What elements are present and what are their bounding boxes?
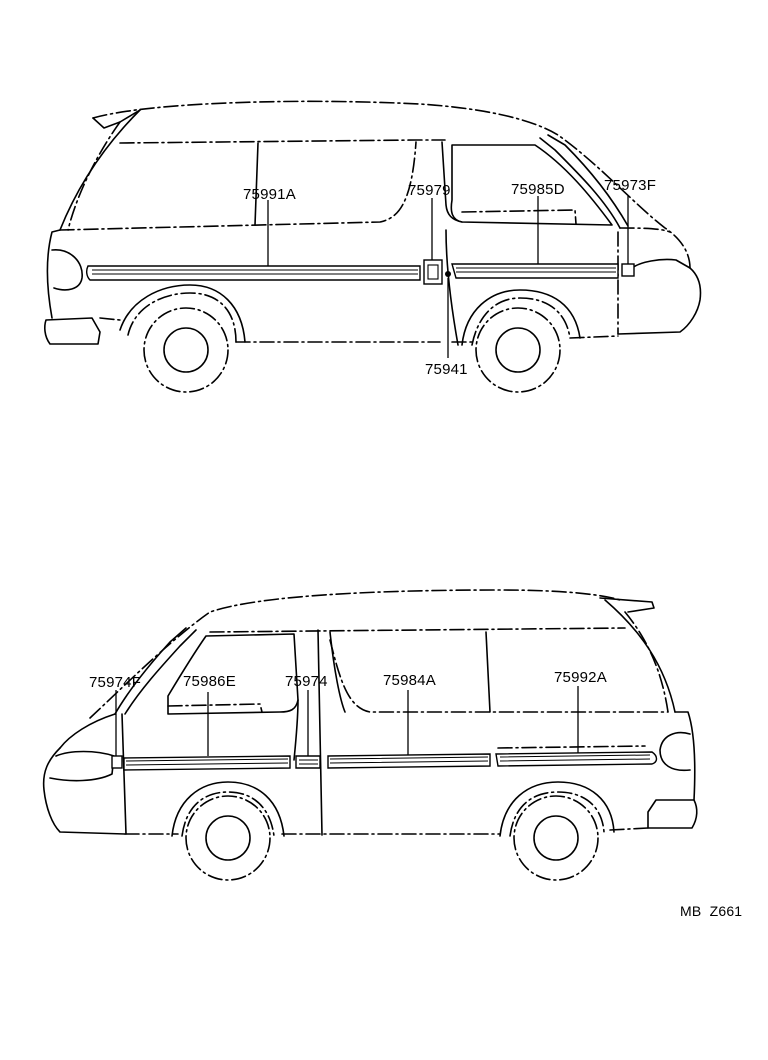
label-75991A: 75991A — [243, 186, 296, 203]
van-top-window-division — [254, 142, 259, 226]
van-top-rear-arch — [119, 284, 246, 343]
van-bottom-bpillar-a — [317, 629, 323, 836]
van-top-rear-bumper — [44, 317, 101, 345]
van-bottom-front-door-molding-inner — [125, 758, 289, 766]
van-top-clip — [445, 271, 451, 277]
van-bottom-front-window — [167, 633, 299, 715]
van-bottom-window-division — [485, 631, 491, 713]
van-bottom-quarter-molding-inner — [499, 754, 651, 762]
van-top-beltline — [59, 141, 417, 231]
van-bottom-fender-molding — [111, 755, 123, 769]
label-75992A: 75992A — [554, 669, 607, 686]
van-bottom-head-light — [49, 750, 115, 782]
van-bottom-front-wheel — [185, 795, 271, 881]
van-bottom-rear-pillar-inner — [624, 611, 669, 713]
figure-code: MB Z661 — [680, 903, 742, 919]
van-bottom-hood — [59, 713, 116, 749]
van-top-tail-light — [51, 249, 83, 291]
van-top-front-arch — [461, 289, 581, 346]
van-top-rear-molding-strip-inner — [92, 269, 418, 275]
van-top-front-wheel — [475, 307, 561, 393]
van-bottom-beltline — [329, 639, 669, 713]
van-bottom-rear-arch-inner — [509, 791, 605, 837]
van-bottom-quarter-molding-upper — [497, 745, 646, 749]
label-75974: 75974 — [285, 673, 328, 690]
van-top-front-window-inner — [461, 209, 577, 225]
van-bottom-a-pillar-2 — [114, 627, 187, 715]
van-bottom-roofline-inner — [209, 627, 626, 633]
van-top-rear-wheel — [143, 307, 229, 393]
van-right-side-view: 75974F 75986E 75974 75984A 75992A — [42, 589, 698, 881]
label-75974F: 75974F — [89, 674, 141, 691]
van-bottom-front-fascia — [42, 747, 126, 835]
van-top-rear-arch-inner — [127, 292, 237, 343]
van-bottom-door-edge — [293, 699, 299, 761]
van-top-rocker — [99, 317, 619, 343]
van-bottom-rear-arch — [499, 781, 615, 837]
van-bottom-pillar-molding-inner — [299, 759, 318, 765]
van-top-a-pillar — [539, 137, 621, 229]
van-top-rear-body — [46, 229, 61, 319]
label-75984A: 75984A — [383, 672, 436, 689]
label-75986E: 75986E — [183, 673, 236, 690]
van-top-rear-pillar-inner — [67, 121, 121, 231]
van-bottom-front-arch-inner — [181, 791, 275, 837]
van-top-front-window — [450, 144, 613, 226]
van-top-a-pillar-2 — [547, 134, 629, 227]
van-top-rear-pillar — [59, 109, 141, 231]
van-bottom-pillar-molding — [295, 755, 321, 769]
van-bottom-front-arch — [171, 781, 285, 837]
van-top-fender-molding — [621, 263, 635, 277]
van-bottom-roof-outline — [89, 589, 621, 719]
van-bottom-rear-bumper — [647, 799, 698, 829]
label-75979: 75979 — [408, 182, 451, 199]
van-bottom-rear-body — [674, 711, 696, 801]
van-bottom-bpillar-b — [329, 631, 346, 713]
van-bottom-front-window-inner — [167, 703, 263, 713]
van-top-rear-spoiler — [92, 109, 141, 129]
van-top-front-molding-strip-inner — [456, 267, 616, 273]
van-top-hood — [619, 227, 671, 233]
van-bottom-front-pillar-line — [121, 713, 127, 835]
van-top-front-arch-inner — [471, 297, 571, 346]
van-top-rear-molding-strip — [85, 265, 421, 281]
van-bottom-rear-spoiler — [599, 597, 655, 613]
van-bottom-a-pillar — [124, 629, 197, 715]
van-top-door-handle-inner — [427, 264, 439, 280]
van-top-door-edge — [445, 229, 459, 346]
van-bottom-tail-light — [659, 731, 691, 772]
van-bottom-rear-pillar — [604, 599, 676, 713]
van-left-side-view: 75991A 75979 75985D 75973F 75941 — [44, 100, 702, 393]
van-bottom-rear-wheel — [513, 795, 599, 881]
van-top-door-handle — [423, 259, 443, 285]
van-top-front-fascia — [617, 267, 702, 335]
van-top-head-light — [631, 258, 691, 269]
van-bottom-slide-door-molding-inner — [329, 756, 489, 764]
van-top-roofline-inner — [119, 139, 446, 144]
van-top-front-molding-strip — [451, 263, 619, 279]
label-75985D: 75985D — [511, 181, 565, 198]
van-bottom-rocker — [124, 827, 649, 835]
label-75973F: 75973F — [604, 177, 656, 194]
van-top-roof-outline — [92, 100, 691, 269]
label-75941: 75941 — [425, 361, 468, 378]
